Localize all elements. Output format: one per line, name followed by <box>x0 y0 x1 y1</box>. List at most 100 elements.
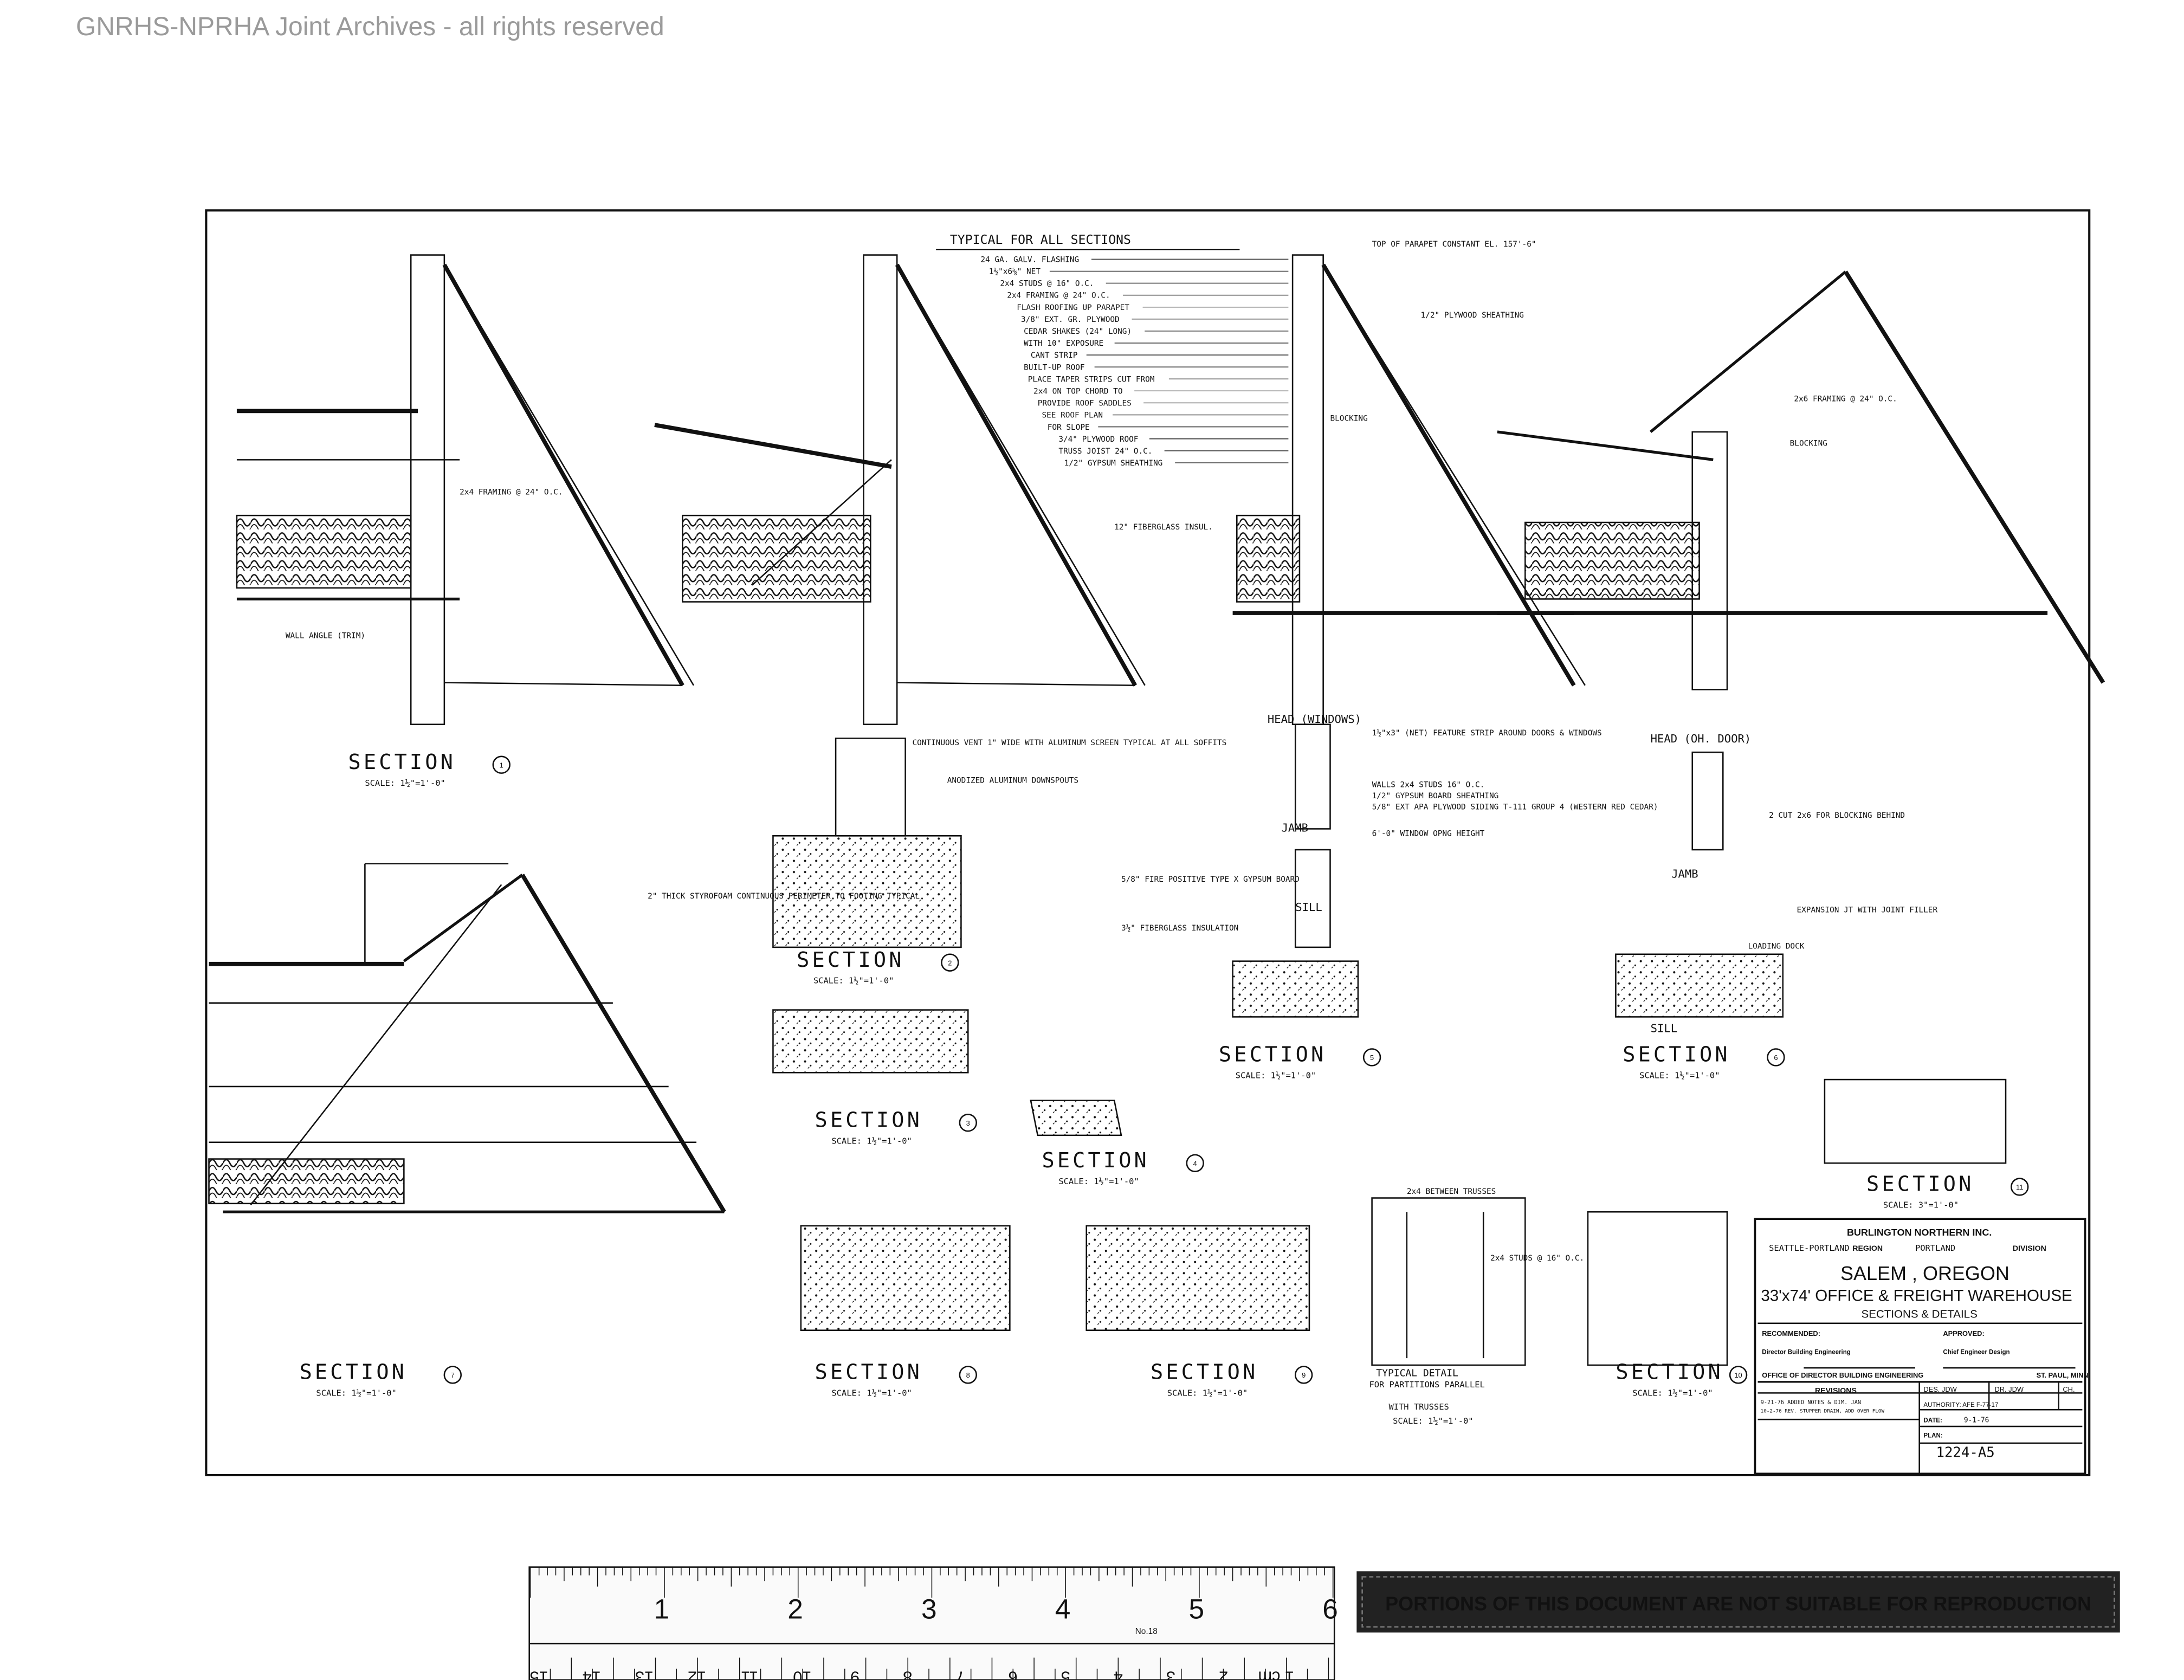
section-marker-icon <box>492 755 511 774</box>
ruler-cm-label: 11 <box>741 1668 758 1680</box>
division-name: PORTLAND <box>1915 1243 1955 1253</box>
section-3-drawing <box>1232 254 1586 1018</box>
typical-note: 2x4 FRAMING @ 24" O.C. <box>1007 292 1110 300</box>
ruler-cm-label: 10 <box>793 1668 811 1680</box>
drawing-note: 2x4 STUDS @ 16" O.C. <box>1490 1254 1584 1263</box>
checker: CH. <box>2063 1385 2075 1393</box>
ruler-cm-label: 4 <box>1114 1668 1123 1680</box>
company-name: BURLINGTON NORTHERN INC. <box>1847 1227 1992 1238</box>
drawing-note: 12" FIBERGLASS INSUL. <box>1114 523 1213 532</box>
section-marker-number: 4 <box>1193 1159 1197 1167</box>
section-scale: SCALE: 3"=1'-0" <box>1883 1200 1959 1210</box>
typical-note: 1/2" GYPSUM SHEATHING <box>1064 459 1163 468</box>
ruler-cm-label: 6 <box>1008 1668 1017 1680</box>
typical-note: 3/4" PLYWOOD ROOF <box>1058 435 1138 444</box>
section-marker-icon <box>1767 1048 1785 1067</box>
ruler-cm-label: 2 <box>1219 1668 1228 1680</box>
section-marker-number: 7 <box>451 1371 455 1379</box>
ruler-model: No.18 <box>1135 1627 1158 1636</box>
ruler-cm-label: 14 <box>583 1668 601 1680</box>
section-scale: SCALE: 1½"=1'-0" <box>1058 1177 1139 1186</box>
typical-note: 2x4 ON TOP CHORD TO <box>1033 387 1122 396</box>
date-label: DATE: <box>1923 1417 1942 1424</box>
typical-detail-label: TYPICAL DETAIL FOR PARTITIONS PARALLEL W… <box>1369 1368 1484 1426</box>
section-title: SECTION <box>1623 1043 1730 1067</box>
typical-detail-line1: TYPICAL DETAIL <box>1376 1368 1458 1379</box>
section-title: SECTION <box>1151 1360 1258 1385</box>
section-5-drawing <box>208 863 726 1213</box>
drawing-note: WALL ANGLE (TRIM) <box>286 631 365 640</box>
sheet-title: SECTIONS & DETAILS <box>1862 1308 1978 1321</box>
section-marker-number: 2 <box>948 959 952 967</box>
detail-sub-label: HEAD (WINDOWS) <box>1268 713 1361 726</box>
plan-label: PLAN: <box>1923 1433 1942 1439</box>
section-marker-icon <box>959 1114 977 1132</box>
typical-note: CANT STRIP <box>1031 351 1078 360</box>
designer: DES. JDW <box>1923 1385 1957 1393</box>
section-marker-icon <box>1294 1366 1313 1384</box>
section-title: SECTION <box>1219 1043 1326 1067</box>
section-title: SECTION <box>1042 1148 1149 1173</box>
drawing-date: 9-1-76 <box>1964 1416 1989 1424</box>
drawing-note: 2" THICK STYROFOAM CONTINUOUS PERIMETER … <box>648 892 920 901</box>
drawing-note: WALLS 2x4 STUDS 16" O.C. <box>1372 780 1485 789</box>
section-1-drawing <box>236 254 695 725</box>
drawing-note: CONTINUOUS VENT 1" WIDE WITH ALUMINUM SC… <box>912 739 1226 747</box>
section-scale: SCALE: 1½"=1'-0" <box>365 778 445 788</box>
section-scale: SCALE: 1½"=1'-0" <box>316 1388 396 1398</box>
section-title: SECTION <box>348 750 456 774</box>
section-title: SECTION <box>300 1360 407 1385</box>
drawing-note: 3½" FIBERGLASS INSULATION <box>1121 924 1238 933</box>
drafter: DR. JDW <box>1994 1385 2024 1393</box>
section-marker-icon <box>443 1366 462 1384</box>
section-scale: SCALE: 1½"=1'-0" <box>1167 1388 1248 1398</box>
section-title: SECTION <box>815 1360 922 1385</box>
section-marker-number: 5 <box>1370 1054 1374 1062</box>
drawing-note: 1½"x3" (NET) FEATURE STRIP AROUND DOORS … <box>1372 729 1602 738</box>
ruler-cm-label: 15 <box>530 1668 548 1680</box>
ruler-inch-label: 3 <box>921 1593 937 1625</box>
typical-note: 1½"x6⅝" NET <box>989 267 1041 276</box>
section-scale: SCALE: 1½"=1'-0" <box>831 1136 912 1146</box>
drawing-note: TOP OF PARAPET CONSTANT EL. 157'-6" <box>1372 240 1536 249</box>
ruler-cm-label: 1 cm <box>1258 1668 1294 1680</box>
drawing-note: 2x4 BETWEEN TRUSSES <box>1407 1187 1496 1196</box>
ruler-cm-label: 3 <box>1166 1668 1175 1680</box>
small-detail-drawings <box>772 1009 2007 1366</box>
drawing-note: ANODIZED ALUMINUM DOWNSPOUTS <box>947 777 1078 785</box>
section-title: SECTION <box>815 1108 922 1132</box>
drawing-note: BLOCKING <box>1790 440 1827 448</box>
typical-note: FOR SLOPE <box>1048 423 1090 432</box>
detail-sub-label: JAMB <box>1671 867 1698 880</box>
typical-detail-line3: WITH TRUSSES <box>1388 1402 1449 1412</box>
detail-sub-label: SILL <box>1295 901 1322 914</box>
drawing-note: 2x6 FRAMING @ 24" O.C. <box>1794 395 1897 403</box>
building-title: 33'x74' OFFICE & FREIGHT WAREHOUSE <box>1761 1287 2072 1305</box>
ruler-inch-label: 2 <box>787 1593 803 1625</box>
drawing-note: LOADING DOCK <box>1748 942 1805 951</box>
ruler-cm-label: 8 <box>903 1668 912 1680</box>
drawing-note: 1/2" GYPSUM BOARD SHEATHING <box>1372 792 1499 800</box>
typical-note: 3/8" EXT. GR. PLYWOOD <box>1021 315 1120 324</box>
section-marker-icon <box>1186 1154 1204 1172</box>
region-label: REGION <box>1852 1244 1883 1252</box>
typical-note: WITH 10" EXPOSURE <box>1024 339 1103 348</box>
typical-note-header: TYPICAL FOR ALL SECTIONS <box>950 233 1131 247</box>
region-name: SEATTLE-PORTLAND <box>1769 1243 1849 1253</box>
ruler-cm-label: 9 <box>850 1668 860 1680</box>
typical-detail-scale: SCALE: 1½"=1'-0" <box>1393 1416 1473 1426</box>
typical-note: CEDAR SHAKES (24" LONG) <box>1024 327 1132 336</box>
section-title: SECTION <box>797 948 904 972</box>
revision-1: 9-21-76 ADDED NOTES & DIM. JAN <box>1761 1399 1861 1406</box>
ruler-cm-label: 5 <box>1061 1668 1070 1680</box>
section-scale: SCALE: 1½"=1'-0" <box>1632 1388 1713 1398</box>
drawing-note: 2 CUT 2x6 FOR BLOCKING BEHIND <box>1769 811 1905 820</box>
ruler-inch-label: 1 <box>654 1593 670 1625</box>
ruler-cm-label: 12 <box>688 1668 706 1680</box>
ruler-cm-label: 7 <box>955 1668 965 1680</box>
division-label: DIVISION <box>2013 1244 2046 1252</box>
